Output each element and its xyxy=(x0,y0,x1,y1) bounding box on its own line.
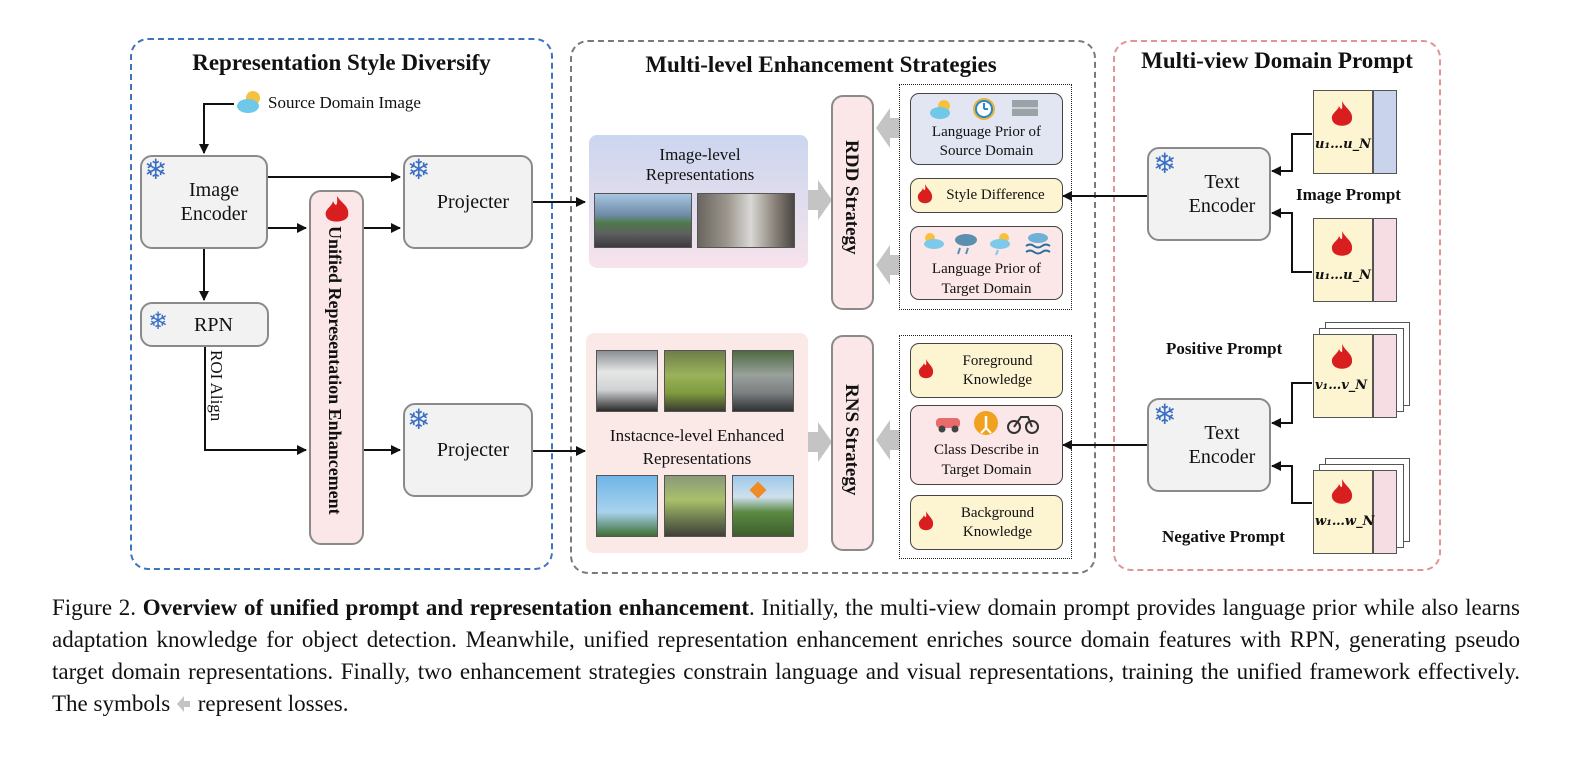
middle-panel-title: Multi-level Enhancement Strategies xyxy=(645,52,997,77)
rns-knowledge-group xyxy=(899,335,1072,559)
rpn-box: RPN xyxy=(140,302,269,347)
car-pedestrian-bicycle-icons xyxy=(934,410,1039,441)
language-prior-target-label: Language Prior of Target Domain xyxy=(931,261,1042,297)
source-domain-image-label: Source Domain Image xyxy=(268,93,421,112)
vehicle-crop-image xyxy=(664,350,726,412)
flame-icon xyxy=(1330,100,1354,135)
road-scene-image xyxy=(697,193,795,248)
flame-icon xyxy=(1330,478,1354,513)
image-encoder-box: Image Encoder xyxy=(140,155,268,249)
text-encoder-top-label: Text Encoder xyxy=(1188,171,1256,217)
ure-label: Unified Representation Enhancement xyxy=(325,226,345,515)
positive-prompt-context-card xyxy=(1373,334,1397,418)
foreground-knowledge-label: Foreground Knowledge xyxy=(962,352,1033,388)
projector-bottom-box: Projecter xyxy=(403,403,533,497)
projector-top-label: Projecter xyxy=(436,191,510,213)
snowflake-icon: ❄ xyxy=(407,405,431,436)
w-token-sequence: w₁…w_N xyxy=(1315,514,1375,529)
text-encoder-bottom-box: Text Encoder xyxy=(1147,398,1271,492)
flame-icon xyxy=(320,194,354,229)
style-difference-label: Style Difference xyxy=(946,187,1045,203)
flame-icon xyxy=(1330,230,1354,265)
vehicle-crop-image xyxy=(596,350,658,412)
rdd-strategy-box xyxy=(831,95,874,310)
image-encoder-label: Image Encoder xyxy=(180,179,248,225)
weather-icons xyxy=(930,96,1040,127)
roi-align-label: ROI Align xyxy=(207,350,226,422)
caption-tail: represent losses. xyxy=(197,691,349,716)
snowflake-icon: ❄ xyxy=(148,309,169,335)
projector-bottom-label: Projecter xyxy=(436,439,510,461)
panel-style-diversify xyxy=(130,38,553,570)
snowflake-icon: ❄ xyxy=(144,155,168,186)
sun-cloud-icon xyxy=(236,88,264,114)
language-prior-source-label: Language Prior of Source Domain xyxy=(931,124,1042,159)
connectors xyxy=(199,103,1312,504)
road-scene-image xyxy=(594,193,692,248)
background-knowledge-label: Background Knowledge xyxy=(960,504,1035,540)
projector-top-box: Projecter xyxy=(403,155,533,249)
loss-arrow-icon xyxy=(176,690,192,722)
weather-icons xyxy=(920,230,1055,261)
caption-body: . Initially, the multi-view domain promp… xyxy=(52,595,1520,716)
caption-label: Figure 2. xyxy=(52,595,137,620)
rdd-knowledge-group xyxy=(899,84,1072,310)
foreground-knowledge-box: Foreground Knowledge xyxy=(910,343,1063,398)
style-difference-box: Style Difference xyxy=(910,178,1063,213)
image-prompt-context-card xyxy=(1373,90,1397,174)
figure-caption: Figure 2. Overview of unified prompt and… xyxy=(52,592,1520,722)
snowflake-icon: ❄ xyxy=(407,155,431,186)
negative-prompt-label: Negative Prompt xyxy=(1162,527,1285,546)
image-prompt-label: Image Prompt xyxy=(1296,185,1401,204)
vehicle-crop-image xyxy=(732,350,794,412)
class-describe-label: Class Describe in Target Domain xyxy=(934,442,1039,478)
snowflake-icon: ❄ xyxy=(1153,400,1177,431)
rpn-label: RPN xyxy=(194,313,233,336)
sign-crop-image xyxy=(732,475,794,537)
left-panel-title: Representation Style Diversify xyxy=(192,50,491,75)
caption-bold-title: Overview of unified prompt and represent… xyxy=(142,595,749,620)
snowflake-icon: ❄ xyxy=(1153,149,1177,180)
v-token-sequence: v₁…v_N xyxy=(1315,378,1368,393)
u-token-sequence: u₁…u_N xyxy=(1315,268,1371,283)
panel-enhancement-strategies xyxy=(570,40,1096,574)
flame-icon xyxy=(917,510,935,539)
background-crop-image xyxy=(596,475,658,537)
rns-strategy-box xyxy=(831,335,874,551)
rns-strategy-label: RNS Strategy xyxy=(841,384,862,496)
u-token-sequence: u₁…u_N xyxy=(1315,137,1371,152)
flame-icon xyxy=(916,183,934,212)
rdd-strategy-label: RDD Strategy xyxy=(841,140,862,255)
text-encoder-bottom-label: Text Encoder xyxy=(1188,422,1256,468)
image-prompt-token-card xyxy=(1313,90,1373,174)
unified-representation-enhancement-box xyxy=(309,190,364,545)
image-prompt-token-card xyxy=(1313,218,1373,302)
positive-prompt-label: Positive Prompt xyxy=(1166,339,1283,358)
flame-icon xyxy=(1330,343,1354,378)
right-panel-title: Multi-view Domain Prompt xyxy=(1141,48,1413,73)
flame-icon xyxy=(917,358,935,387)
negative-prompt-context-card xyxy=(1373,470,1397,554)
background-knowledge-box: Background Knowledge xyxy=(910,495,1063,550)
image-level-label: Image-level Representations xyxy=(645,145,755,184)
instance-level-label: Instacnce-level Enhanced Representations xyxy=(609,426,785,468)
image-prompt-context-card xyxy=(1373,218,1397,302)
panel-domain-prompt xyxy=(1113,40,1441,571)
text-encoder-top-box: Text Encoder xyxy=(1147,147,1271,241)
vehicle-crop-image xyxy=(664,475,726,537)
